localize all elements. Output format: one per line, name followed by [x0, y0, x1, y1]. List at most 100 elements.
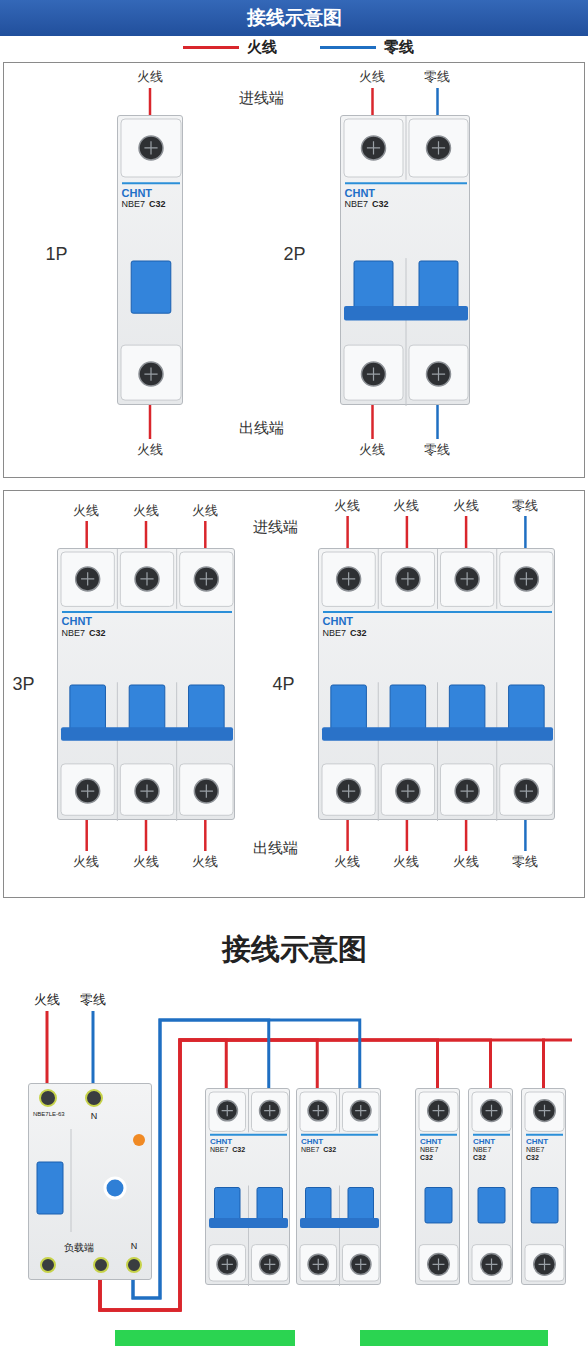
indicator-dot: [133, 1134, 145, 1146]
terminal-housing: [343, 1092, 380, 1131]
hot-wire: [145, 521, 148, 548]
neutral-wire: [436, 405, 439, 439]
terminal-screw: [217, 1254, 237, 1274]
terminal-screw: [135, 779, 159, 803]
model-number: NBE7: [345, 199, 369, 209]
terminal-housing: [252, 1245, 289, 1281]
current-rating: C32: [526, 1154, 539, 1162]
terminal-screw: [428, 1100, 450, 1122]
circuit-breaker: CHNTNBE7C32: [205, 1088, 290, 1285]
terminal-housing: [472, 1092, 511, 1131]
circuit-breaker: CHNTNBE7C32: [318, 548, 555, 820]
terminal-housing: [121, 119, 181, 177]
pole-divider: [437, 682, 438, 821]
terminal-screw: [260, 1254, 280, 1274]
breaker-label-area: CHNTNBE7C32: [420, 1137, 455, 1162]
toggle-lever: [131, 261, 171, 313]
hot-wire: [149, 405, 152, 439]
terminal-screw: [455, 566, 479, 590]
toggle-lever: [449, 685, 485, 734]
terminal-housing: [322, 552, 375, 606]
circuit-breaker: CHNTNBE7C32: [340, 115, 470, 405]
toggle-lever: [257, 1188, 283, 1223]
handle-tie-bar: [61, 727, 233, 741]
pole-divider: [176, 682, 177, 821]
brand-name: CHNT: [122, 187, 178, 200]
screw-slot: [519, 572, 532, 585]
legend-item: 零线: [320, 38, 414, 56]
terminal-screw: [395, 779, 419, 803]
brand-name: CHNT: [345, 187, 465, 200]
breaker-body-art: [297, 1089, 382, 1286]
toggle-lever: [354, 261, 393, 313]
model-number: NBE7: [420, 1146, 438, 1154]
wire-label: 零线: [80, 993, 106, 1007]
toggle-lever: [69, 685, 105, 734]
current-rating: C32: [232, 1146, 245, 1154]
current-rating: C32: [350, 628, 367, 638]
hot-wire: [145, 820, 148, 851]
toggle-lever: [425, 1188, 452, 1223]
panel-label: 零线: [424, 69, 450, 83]
terminal-housing: [440, 552, 493, 606]
neutral-wire: [524, 820, 527, 851]
current-rating: C32: [372, 199, 389, 209]
screw-slot: [140, 784, 153, 797]
terminal-housing: [252, 1092, 289, 1131]
panel-label: 火线: [192, 854, 218, 868]
panel-label: 火线: [334, 854, 360, 868]
section-heading: 接线示意图: [222, 934, 367, 966]
panel-label: 2P: [283, 245, 305, 265]
pole-divider: [339, 1186, 340, 1286]
circuit-breaker: CHNTNBE7C32: [57, 548, 235, 820]
screw-slot: [140, 572, 153, 585]
terminal-screw: [260, 1100, 280, 1120]
terminal-housing: [525, 1092, 564, 1131]
panel-label: 火线: [137, 442, 163, 456]
screw-slot: [222, 1105, 233, 1116]
pole-divider: [116, 549, 117, 609]
toggle-lever: [330, 685, 366, 734]
panel-label: 火线: [453, 498, 479, 512]
panel-label: 火线: [359, 442, 385, 456]
screw-slot: [222, 1259, 233, 1270]
terminal-screw: [455, 779, 479, 803]
terminal-screw: [351, 1100, 371, 1120]
current-rating: C32: [473, 1154, 486, 1162]
brand-stripe: [122, 182, 180, 184]
terminal-housing: [419, 1245, 458, 1281]
toggle-lever: [478, 1188, 505, 1223]
brand-stripe: [345, 182, 467, 184]
neutral-wire: [436, 88, 439, 115]
terminal-housing: [300, 1245, 337, 1281]
legend-line-sample: [183, 46, 239, 49]
terminal-housing: [120, 763, 173, 814]
hot-wire: [204, 820, 207, 851]
terminal-screw: [40, 1090, 56, 1106]
screw-slot: [199, 572, 212, 585]
title-bar: 接线示意图: [0, 0, 588, 36]
panel-label: 零线: [512, 498, 538, 512]
terminal-screw: [75, 566, 99, 590]
breaker-body-art: [206, 1089, 291, 1286]
hot-wire: [371, 88, 374, 115]
terminal-screw: [139, 362, 163, 386]
current-rating: C32: [89, 628, 106, 638]
legend-item: 火线: [183, 38, 277, 56]
terminal-housing: [344, 345, 403, 400]
screw-slot: [355, 1259, 366, 1270]
panel-label: 零线: [512, 854, 538, 868]
terminal-screw: [194, 566, 218, 590]
terminal-screw: [217, 1100, 237, 1120]
hot-wire: [371, 405, 374, 439]
pole-divider: [377, 682, 378, 821]
terminal-screw: [514, 566, 538, 590]
screw-slot: [264, 1259, 275, 1270]
legend-text: 零线: [384, 38, 414, 57]
current-rating: C32: [420, 1154, 433, 1162]
toggle-lever: [531, 1188, 558, 1223]
panel-label: 火线: [334, 498, 360, 512]
breaker-label-area: CHNTNBE7C32: [210, 1137, 285, 1154]
panel-label: 1P: [45, 245, 67, 265]
breaker-body-art: [416, 1089, 461, 1286]
